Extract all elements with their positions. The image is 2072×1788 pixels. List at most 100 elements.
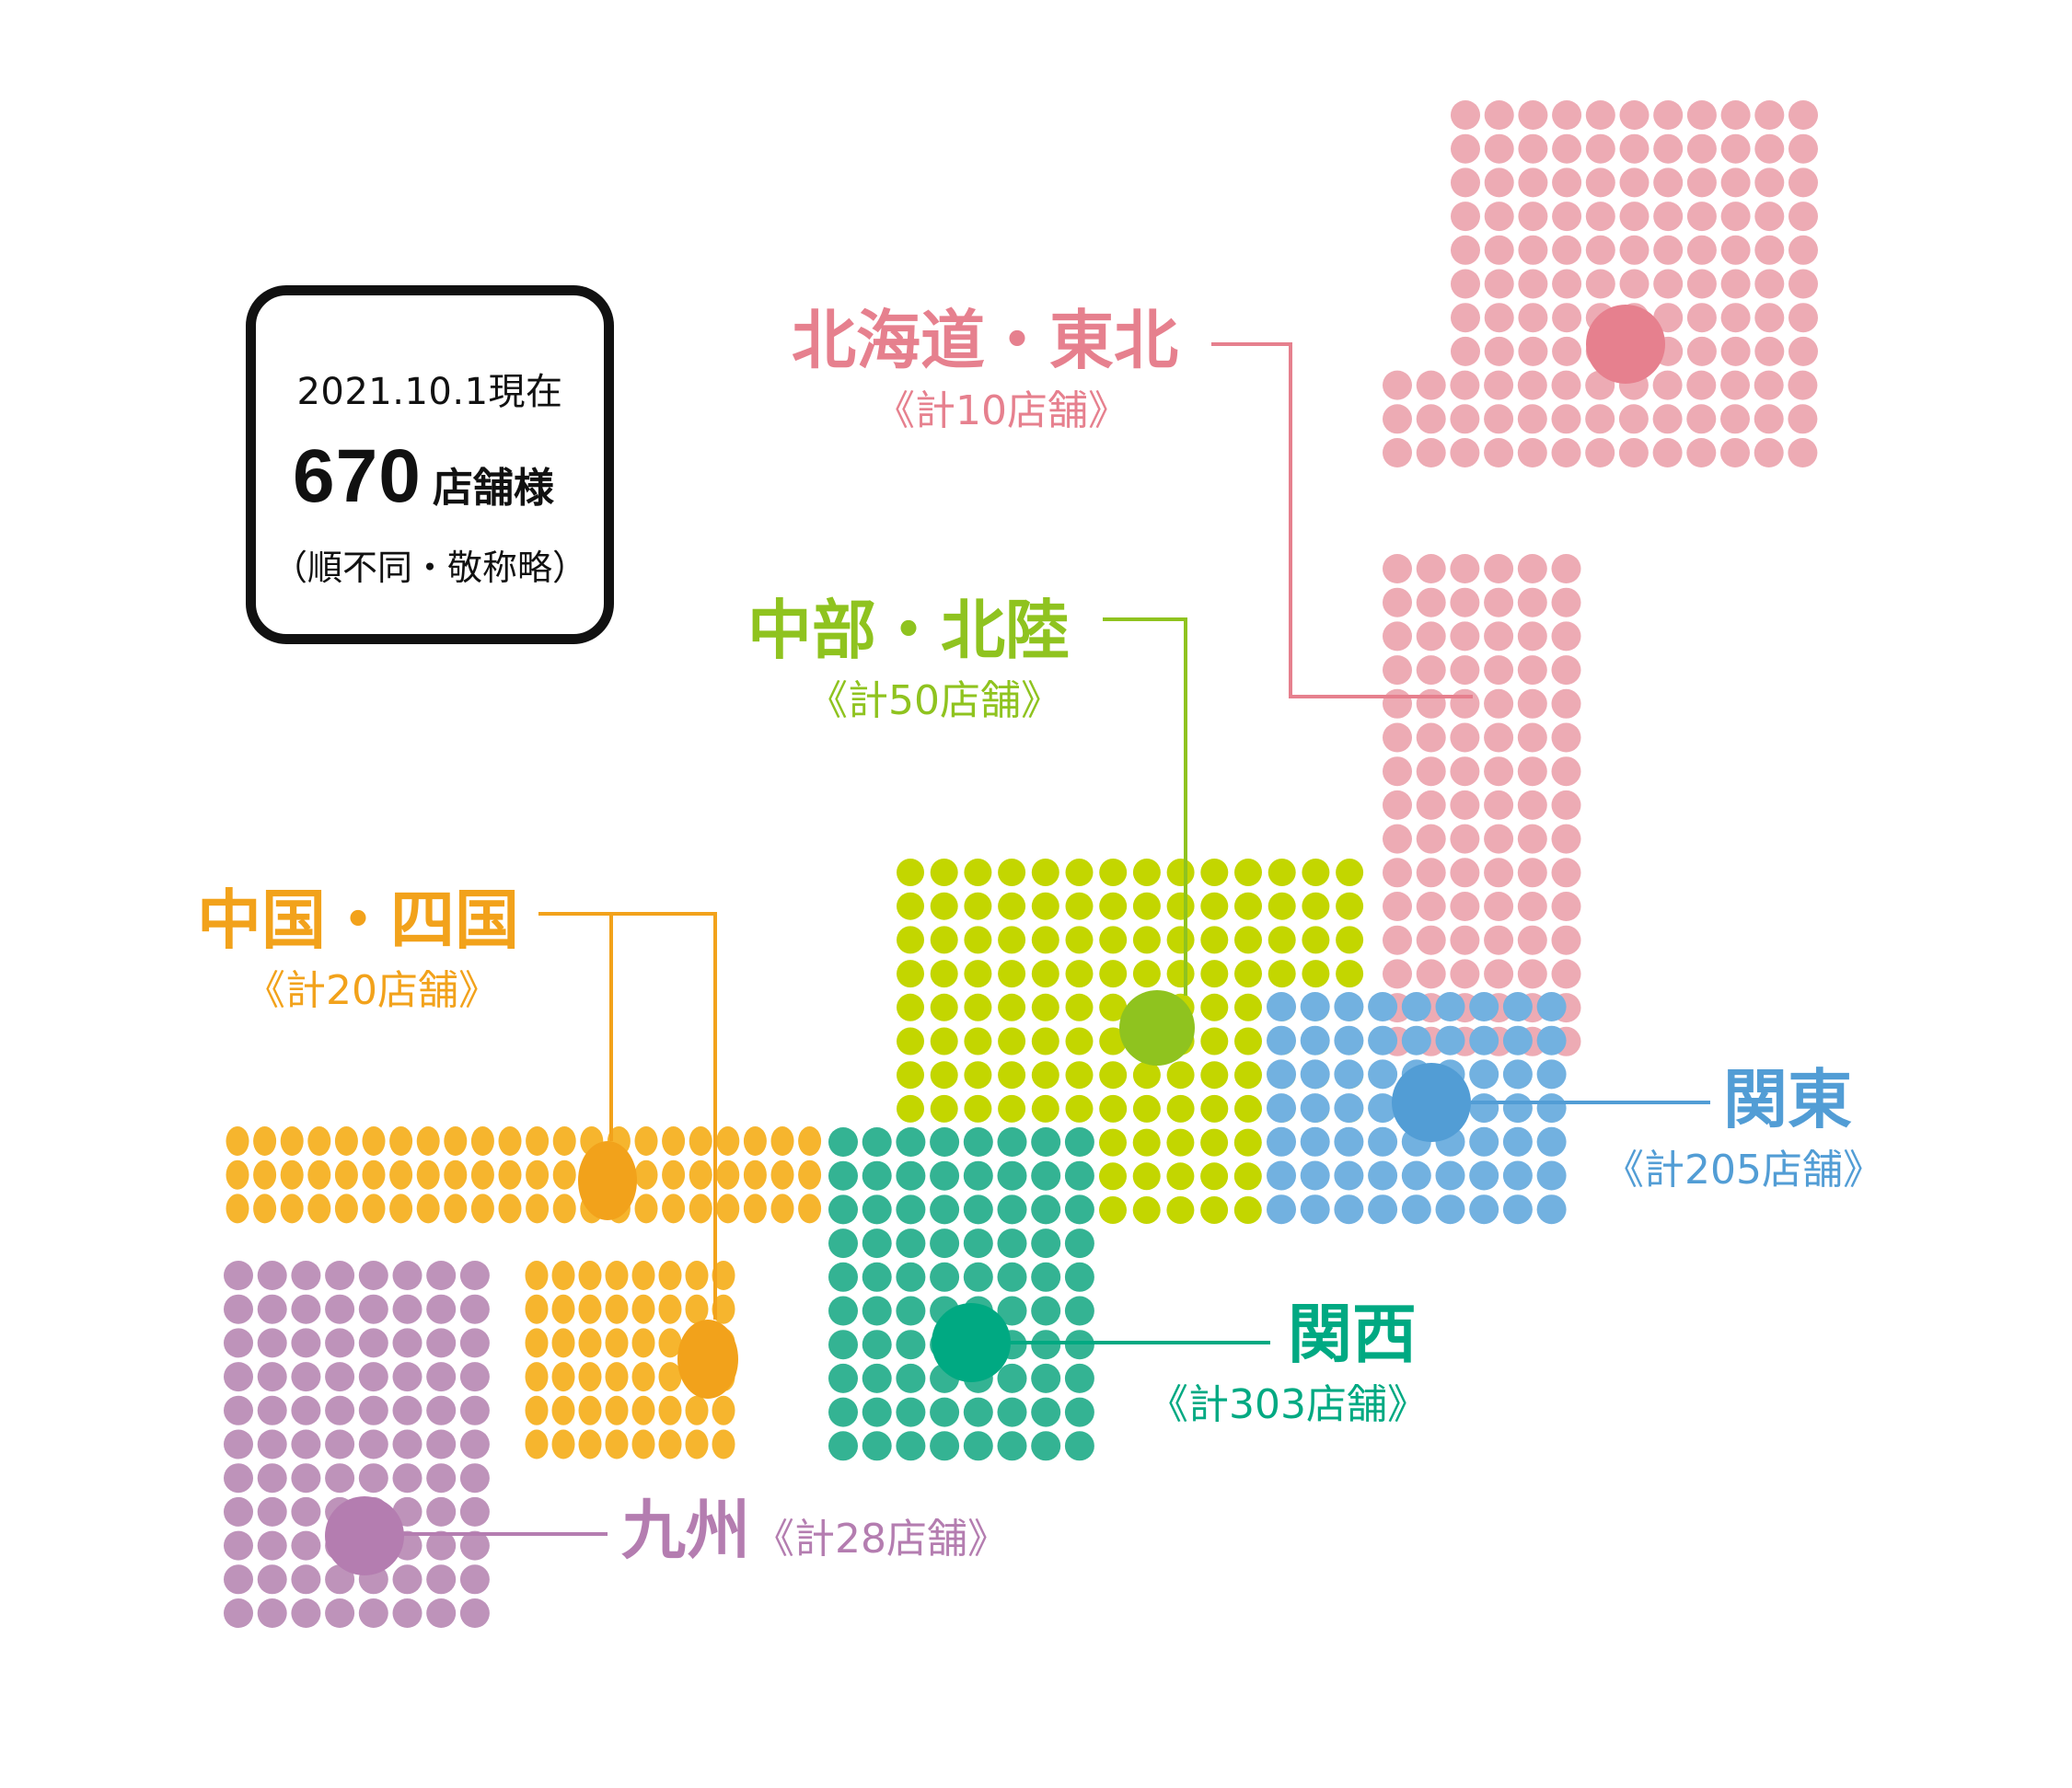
store-dot <box>1401 1160 1431 1191</box>
store-dot <box>631 1429 655 1459</box>
store-dot <box>897 993 924 1021</box>
store-dot <box>997 1397 1027 1427</box>
store-dot <box>658 1261 682 1290</box>
store-dot <box>689 1126 712 1156</box>
store-dot <box>1268 960 1296 988</box>
store-dot <box>1031 892 1059 920</box>
store-dot <box>1065 926 1094 954</box>
store-dot <box>526 1159 550 1190</box>
store-dot <box>1518 202 1548 232</box>
store-dot <box>1551 959 1581 989</box>
store-dot <box>459 1598 490 1628</box>
store-dot <box>392 1395 423 1425</box>
store-dot <box>1065 859 1094 886</box>
store-dot <box>1788 100 1818 130</box>
store-dot <box>1368 992 1398 1021</box>
store-dot <box>605 1328 629 1358</box>
store-dot <box>896 1194 926 1225</box>
store-dot <box>1551 925 1581 955</box>
store-dot <box>1484 587 1514 617</box>
store-dot <box>1200 1196 1229 1224</box>
store-dot <box>1200 1061 1229 1090</box>
store-dot <box>1720 133 1751 164</box>
store-dot <box>426 1598 457 1628</box>
store-dot <box>1788 336 1818 366</box>
store-dot <box>896 1296 926 1326</box>
store-dot <box>1686 167 1717 198</box>
store-dot <box>1064 1262 1094 1292</box>
store-dot <box>1469 1025 1499 1055</box>
store-dot <box>334 1194 358 1224</box>
store-dot <box>426 1261 457 1290</box>
store-dot <box>998 892 1026 920</box>
store-dot <box>1416 756 1446 787</box>
store-dot <box>1451 235 1480 265</box>
store-dot <box>1132 1196 1161 1224</box>
store-dot <box>551 1362 575 1392</box>
store-dot <box>897 892 924 920</box>
store-dot <box>1585 235 1615 265</box>
store-dot <box>291 1564 321 1595</box>
store-dot <box>716 1126 740 1156</box>
store-dot <box>1450 756 1480 787</box>
store-dot <box>1031 1262 1061 1292</box>
store-dot <box>224 1496 253 1527</box>
store-dot <box>1233 1196 1262 1224</box>
leader-line <box>538 912 613 1141</box>
store-dot <box>1469 1160 1499 1191</box>
store-dot <box>392 1564 423 1595</box>
store-dot <box>1754 100 1785 130</box>
store-dot <box>1652 438 1683 467</box>
store-dot <box>1267 992 1296 1021</box>
store-dot <box>358 1395 388 1425</box>
store-dot <box>1099 1162 1127 1191</box>
store-dot <box>1517 587 1547 617</box>
store-dot <box>1200 960 1229 988</box>
store-dot <box>1064 1397 1094 1427</box>
store-dot <box>1200 1128 1229 1157</box>
store-dot <box>1484 303 1514 333</box>
store-dot <box>1200 1162 1229 1191</box>
store-dot <box>1518 336 1548 366</box>
total-number: 670 <box>293 434 422 518</box>
store-dot <box>1065 1094 1094 1123</box>
store-dot <box>1720 100 1751 130</box>
store-dot <box>862 1127 892 1157</box>
store-dot <box>963 1397 993 1427</box>
store-dot <box>964 960 992 988</box>
store-dot <box>605 1362 629 1392</box>
store-dot <box>1551 621 1581 652</box>
store-dot <box>964 1061 992 1090</box>
store-dot <box>634 1194 658 1224</box>
store-dot <box>1132 960 1161 988</box>
store-dot <box>578 1395 602 1425</box>
store-dot <box>1166 926 1195 954</box>
store-dot <box>224 1564 253 1595</box>
region-count: 《計10店舗》 <box>874 387 1129 434</box>
store-dot <box>997 1363 1027 1393</box>
store-dot <box>896 1127 926 1157</box>
store-dot <box>257 1496 287 1527</box>
store-dot <box>1268 859 1296 886</box>
store-dot <box>828 1397 858 1427</box>
store-dot <box>1484 790 1514 820</box>
store-dot <box>1450 722 1480 753</box>
store-dot <box>1267 1025 1296 1055</box>
store-dot <box>1064 1127 1094 1157</box>
store-dot <box>1552 133 1582 164</box>
store-dot <box>1383 621 1412 652</box>
store-dot <box>897 960 924 988</box>
store-dot <box>1450 925 1480 955</box>
store-dot <box>1401 1025 1431 1055</box>
region-marker <box>578 1141 637 1220</box>
store-dot <box>325 1294 355 1324</box>
store-dot <box>1435 1160 1465 1191</box>
store-dot <box>1065 1061 1094 1090</box>
store-dot <box>1334 992 1364 1021</box>
store-dot <box>1031 1229 1061 1259</box>
store-dot <box>1552 336 1582 366</box>
region-name: 中部・北陸 <box>747 593 1070 668</box>
store-dot <box>291 1362 321 1392</box>
store-dot <box>578 1261 602 1290</box>
store-dot <box>470 1194 494 1224</box>
